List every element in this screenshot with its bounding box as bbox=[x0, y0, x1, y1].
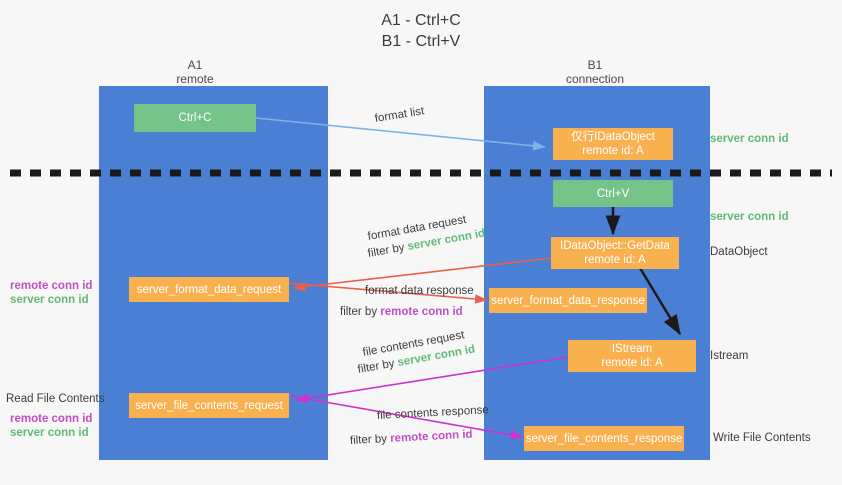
caption-format-data-response-filter: filter by remote conn id bbox=[340, 305, 463, 320]
node-ctrl-v[interactable]: Ctrl+V bbox=[553, 180, 673, 207]
caption-file-contents-response: file contents response bbox=[376, 404, 490, 422]
caption-format-list: format list bbox=[373, 105, 426, 125]
node-server-file-contents-response[interactable]: server_file_contents_response bbox=[524, 426, 684, 451]
node-server-format-data-response[interactable]: server_format_data_response bbox=[489, 288, 647, 313]
node-idataobject-getdata[interactable]: IDataObject::GetData remote id: A bbox=[551, 237, 679, 269]
filter-value-remote-conn-id: remote conn id bbox=[389, 428, 473, 445]
filter-prefix: filter by bbox=[349, 432, 391, 447]
left-label-server-conn-id-bottom: server conn id bbox=[10, 427, 89, 439]
right-label-istream: Istream bbox=[710, 350, 749, 362]
node-idataobject[interactable]: 仅行IDataObject remote id: A bbox=[553, 128, 673, 160]
right-label-server-conn-id-second: server conn id bbox=[710, 211, 789, 223]
node-server-file-contents-request[interactable]: server_file_contents_request bbox=[129, 393, 289, 418]
column-header-b1: B1 connection bbox=[565, 58, 625, 86]
page-title: A1 - Ctrl+C B1 - Ctrl+V bbox=[381, 12, 461, 50]
left-label-remote-conn-id-bottom: remote conn id bbox=[10, 413, 93, 425]
filter-prefix: filter by bbox=[340, 306, 381, 318]
caption-format-data-response: format data response bbox=[365, 285, 474, 297]
node-ctrl-c[interactable]: Ctrl+C bbox=[134, 104, 256, 132]
left-label-read-file-contents: Read File Contents bbox=[6, 393, 105, 405]
filter-prefix: filter by bbox=[356, 357, 399, 376]
right-label-write-file-contents: Write File Contents bbox=[713, 432, 811, 444]
node-istream[interactable]: IStream remote id: A bbox=[568, 340, 696, 372]
left-label-server-conn-id-top: server conn id bbox=[10, 294, 89, 306]
column-header-a1: A1 remote bbox=[176, 58, 214, 86]
node-server-format-data-request[interactable]: server_format_data_request bbox=[129, 277, 289, 302]
left-label-remote-conn-id-top: remote conn id bbox=[10, 280, 93, 292]
right-label-server-conn-id-top: server conn id bbox=[710, 133, 789, 145]
right-label-dataobject: DataObject bbox=[710, 246, 768, 258]
filter-value-remote-conn-id: remote conn id bbox=[380, 306, 463, 318]
caption-file-contents-response-filter: filter by remote conn id bbox=[350, 428, 473, 449]
